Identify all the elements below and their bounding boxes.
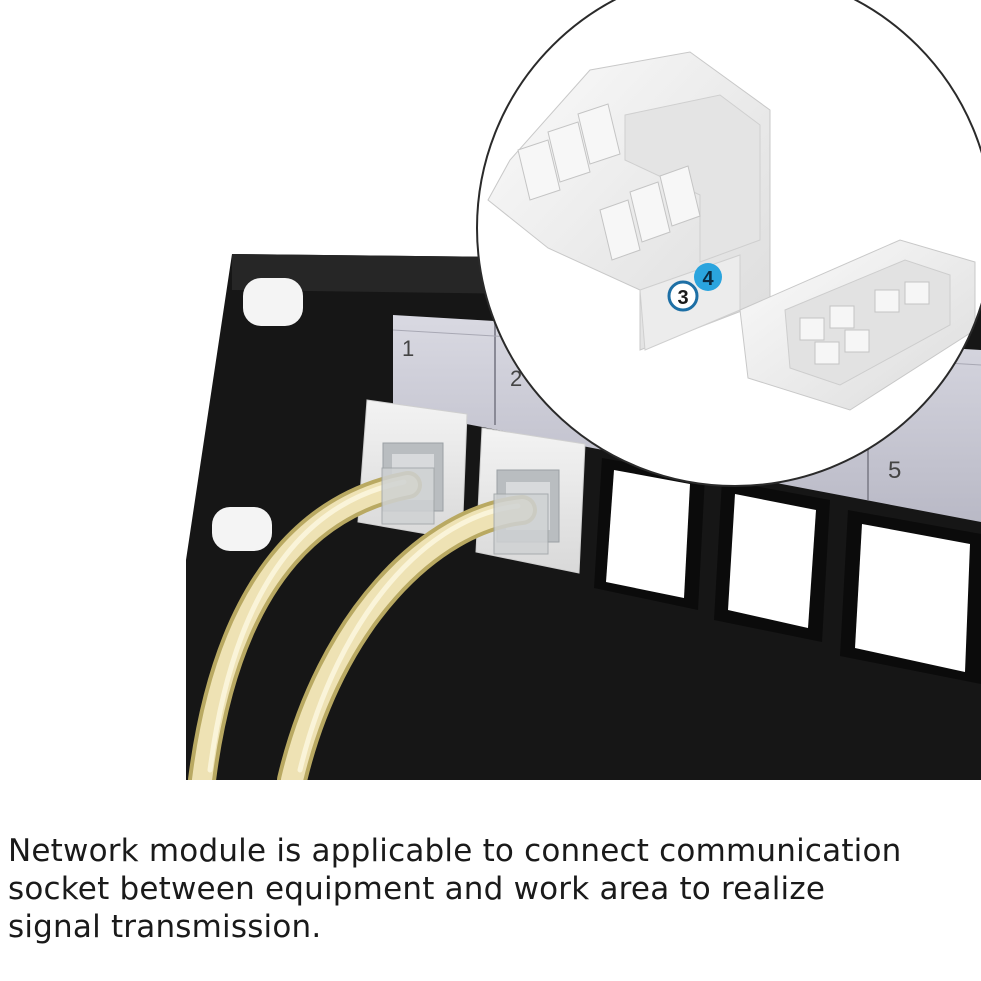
cable-2 (277, 495, 537, 780)
caption-line-2: socket between equipment and work area t… (8, 871, 826, 907)
zoom-inset: 3 4 (476, 0, 981, 487)
empty-port-3 (594, 458, 705, 610)
pin-label-4: 4 (702, 268, 714, 290)
pin-badge-3: 3 (667, 280, 699, 312)
keystone-cap (739, 239, 976, 411)
caption: Network module is applicable to connect … (8, 832, 976, 946)
mounting-hole-top (243, 278, 303, 326)
pin-label-3: 3 (677, 287, 688, 309)
product-photo: 1 2 5 (186, 0, 981, 780)
caption-line-3: signal transmission. (8, 909, 322, 945)
caption-line-1: Network module is applicable to connect … (8, 833, 902, 869)
mounting-hole-bottom (212, 507, 272, 551)
cable-1 (188, 471, 422, 780)
port-label-5: 5 (888, 457, 901, 484)
port-label-2: 2 (510, 366, 522, 391)
empty-port-4 (714, 480, 830, 642)
plug-head-2 (493, 493, 549, 555)
pin-badge-4: 4 (694, 263, 722, 291)
plug-head-1 (381, 467, 435, 525)
empty-port-5 (840, 510, 981, 684)
port-label-1: 1 (402, 336, 414, 361)
